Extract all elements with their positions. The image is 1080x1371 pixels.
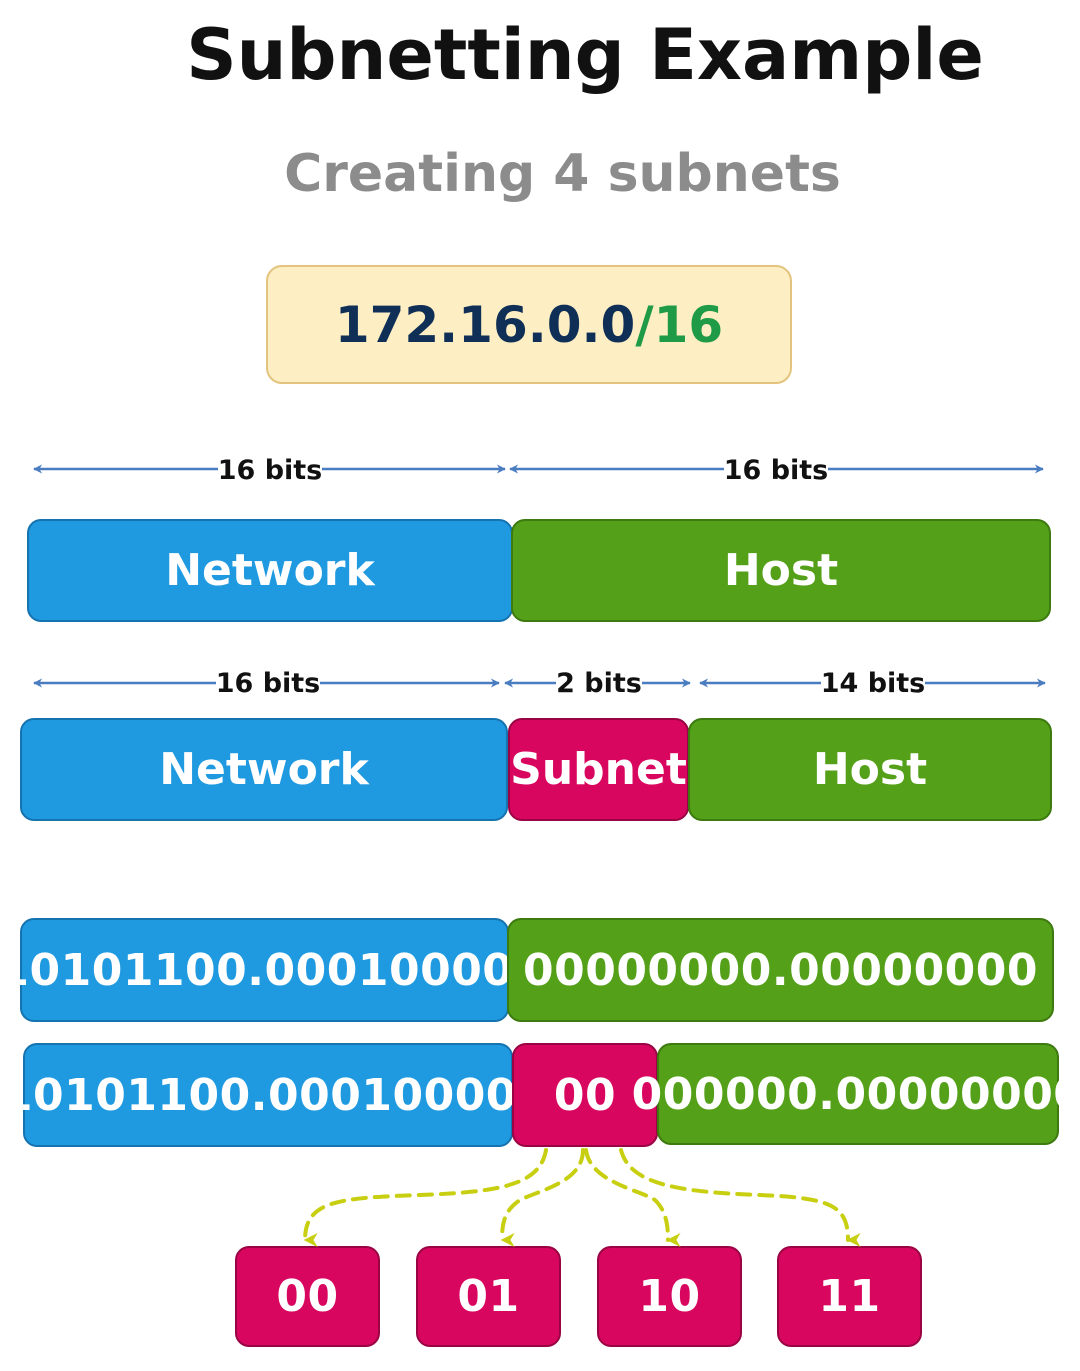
host-binary-2: 000000.00000000 [632,1043,1080,1145]
host-block-2: Host [688,718,1052,821]
subnet-bits-label: 2 bits [556,668,642,699]
ip-address-box: 172.16.0.0/16 [266,265,792,384]
network-block: Network [27,519,513,622]
ip-prefix: /16 [635,295,724,354]
host-block: Host [511,519,1051,622]
host-binary: 00000000.00000000 [507,918,1054,1022]
network-bits-label-2: 16 bits [216,668,321,699]
network-bits-arrow-2: 16 bits [33,668,500,699]
host-bits-arrow-2: 14 bits [699,668,1046,699]
host-bits-label: 16 bits [724,455,829,486]
subnet-bits-arrow: 2 bits [504,668,691,699]
subnet-option-10: 10 [597,1246,742,1347]
subnet-block: Subnet [508,718,689,821]
subnet-option-01: 01 [416,1246,561,1347]
network-bits-label: 16 bits [218,455,323,486]
subnet-option-00: 00 [235,1246,380,1347]
network-block-2: Network [20,718,508,821]
subnet-binary: 00 [512,1043,658,1147]
network-bits-arrow: 16 bits [33,455,506,486]
network-binary: 10101100.00010000. [0,918,530,1022]
host-bits-label-2: 14 bits [821,668,926,699]
subnet-branch-arrows [303,1148,861,1248]
page-subtitle: Creating 4 subnets [284,144,841,204]
subnet-option-11: 11 [777,1246,922,1347]
network-binary-2: 10101100.00010000. [2,1043,534,1147]
ip-address: 172.16.0.0 [334,295,636,354]
host-bits-arrow: 16 bits [509,455,1044,486]
page-title: Subnetting Example [186,14,984,96]
